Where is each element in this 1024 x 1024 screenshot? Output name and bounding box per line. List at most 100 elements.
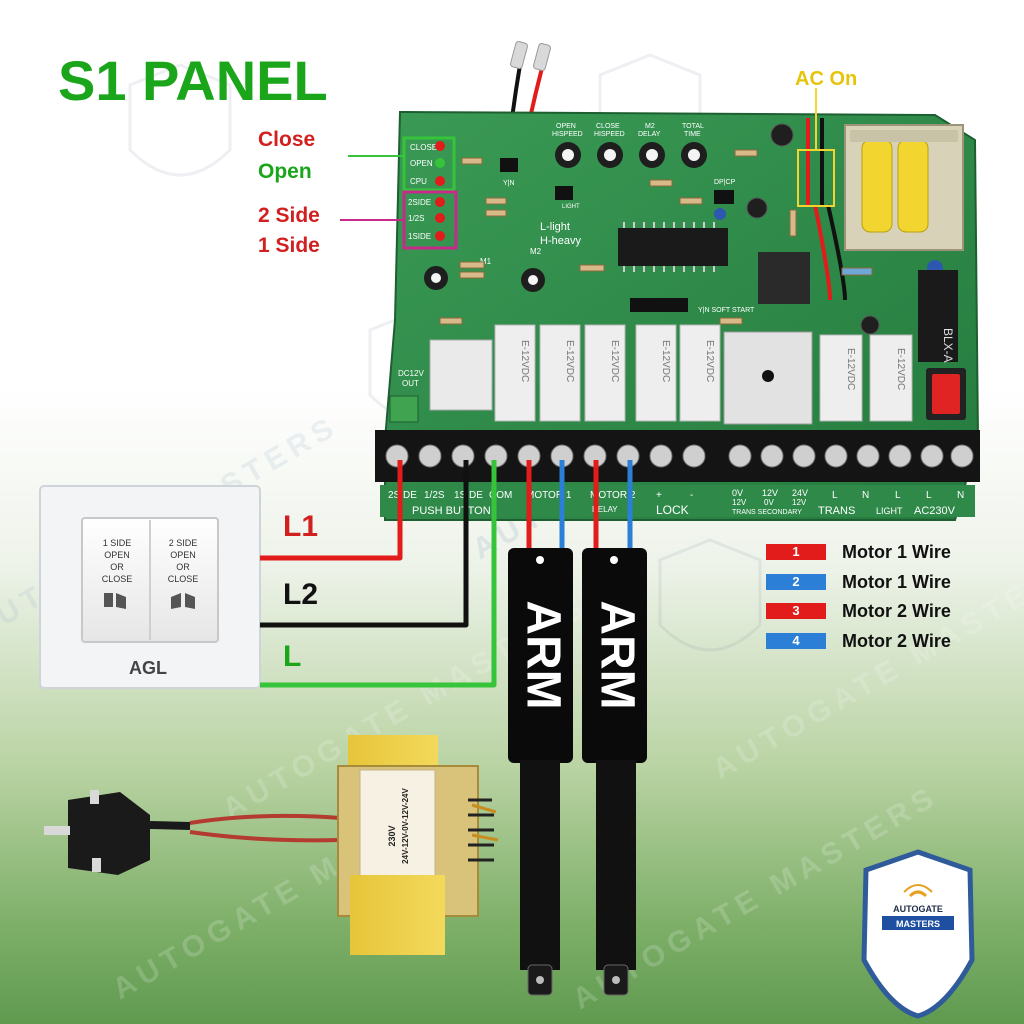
capacitor-icon — [714, 208, 726, 220]
relay-4 — [635, 324, 677, 422]
arm-mount-icon — [536, 556, 544, 564]
terminal-label: L — [832, 490, 838, 501]
pot-label: OPEN — [556, 123, 576, 130]
switch-right-label-line: OPEN — [170, 550, 196, 560]
wifi-icon — [908, 890, 928, 898]
resistor-group — [439, 149, 873, 325]
terminal-label-strip — [380, 485, 975, 517]
transformer-label-plate — [359, 769, 436, 881]
wire-l2 — [260, 460, 469, 628]
board-transformer — [844, 124, 964, 251]
led-label-cpu: CPU — [410, 177, 427, 186]
led-label-1side: 1SIDE — [408, 232, 431, 241]
led-label-half-side: 1/2S — [408, 214, 424, 223]
chip-icon — [630, 298, 688, 312]
terminal-label: L — [926, 490, 932, 501]
switch-left-label-line: 1 SIDE — [103, 538, 132, 548]
relay-row — [494, 324, 913, 422]
soft-start-label: Y|N SOFT START — [698, 307, 755, 314]
mode-light-text: L-light — [540, 221, 570, 233]
legend-number: 2 — [792, 574, 799, 589]
brand-logo: AUTOGATE MASTERS — [861, 849, 975, 1019]
terminal-label: 12V — [732, 498, 747, 507]
wire-l2-label: L2 — [283, 578, 318, 611]
terminal-label: 24V — [792, 488, 808, 498]
wire-l-label: L — [283, 640, 301, 673]
terminal-label: 2SIDE — [388, 490, 417, 501]
legend-swatch — [766, 574, 826, 590]
external-transformer: 230V 24V-12V-0V-12V-24V — [337, 735, 499, 955]
terminal-label: 1/2S — [424, 490, 445, 501]
capacitor-icon — [746, 197, 768, 219]
legend-label: Motor 1 Wire — [842, 542, 951, 562]
plug-pin-icon — [92, 858, 101, 872]
terminal-label: - — [690, 490, 693, 501]
arm-mount-icon — [610, 556, 618, 564]
relay-5 — [679, 324, 721, 422]
pot-label: TIME — [684, 131, 701, 138]
switch-left-label-line: OR — [110, 562, 124, 572]
gate-left-icon — [104, 593, 126, 609]
legend-number: 3 — [792, 603, 799, 618]
wire-l1 — [260, 460, 403, 561]
terminal-label: N — [862, 490, 869, 501]
pot-label: M2 — [645, 123, 655, 130]
relay-label: E-12VDC — [564, 340, 575, 382]
pot-label: HISPEED — [594, 131, 625, 138]
chip-icon — [714, 190, 734, 204]
led-2side-icon — [435, 197, 445, 207]
gate-right-icon — [171, 593, 195, 609]
terminal-label: 12V — [762, 488, 778, 498]
terminal-label: 12V — [792, 498, 807, 507]
one-side-indicator-label: 1 Side — [258, 234, 320, 257]
relay-1 — [494, 324, 536, 422]
legend-swatch — [766, 603, 826, 619]
relay-label: E-12VDC — [895, 348, 906, 390]
control-board: CLOSE OPEN CPU 2SIDE 1/2S 1SIDE OPEN HIS… — [375, 88, 980, 521]
dc-out-terminal — [389, 395, 419, 423]
power-plug — [44, 790, 341, 875]
relay-7 — [869, 334, 913, 422]
wire-l — [260, 460, 497, 688]
open-close-led-box — [402, 136, 456, 192]
pot-label: DELAY — [638, 131, 661, 138]
power-relay — [758, 252, 810, 304]
transformer-bottom-core — [350, 875, 445, 955]
wall-switch: 1 SIDE OPEN OR CLOSE 2 SIDE OPEN OR CLOS… — [39, 485, 261, 689]
plug-pin-icon — [44, 826, 70, 835]
arm-right: ARM — [582, 548, 647, 996]
wire-l1-label: L1 — [283, 510, 318, 543]
legend-label: Motor 2 Wire — [842, 601, 951, 621]
led-open-icon — [435, 158, 445, 168]
spade-connector-icon — [510, 41, 528, 69]
dp-cp-label: DP|CP — [714, 179, 736, 186]
led-label-2side: 2SIDE — [408, 198, 431, 207]
switch-right-label-line: OR — [176, 562, 190, 572]
arm-right-label: ARM — [590, 600, 643, 709]
terminal-group-label: LIGHT — [876, 506, 903, 516]
terminal-group-label: TRANS — [818, 505, 855, 517]
relay-3 — [584, 324, 626, 422]
transformer-primary-label: 230V — [387, 825, 397, 846]
plug-body-icon — [68, 792, 150, 875]
wire-legend: 1 Motor 1 Wire 2 Motor 1 Wire 3 Motor 2 … — [766, 542, 951, 651]
switch-brand: AGL — [129, 658, 167, 678]
terminal-label: MOTOR 2 — [590, 490, 636, 501]
switch-wires — [260, 460, 497, 688]
relay-2 — [539, 324, 581, 422]
terminal-group-label: PUSH BUTTON — [412, 505, 491, 517]
potentiometers — [424, 142, 707, 292]
m2-label: M2 — [530, 247, 542, 256]
legend-item: 4 Motor 2 Wire — [766, 631, 951, 651]
terminal-label: 0V — [732, 488, 743, 498]
jumper-label: Y|N — [503, 180, 515, 187]
legend-label: Motor 1 Wire — [842, 572, 951, 592]
terminal-label: + — [656, 490, 662, 501]
led-1side-icon — [435, 231, 445, 241]
legend-label: Motor 2 Wire — [842, 631, 951, 651]
arm-left: ARM — [508, 548, 573, 996]
terminal-label: N — [957, 490, 964, 501]
close-indicator-label: Close — [258, 128, 315, 151]
